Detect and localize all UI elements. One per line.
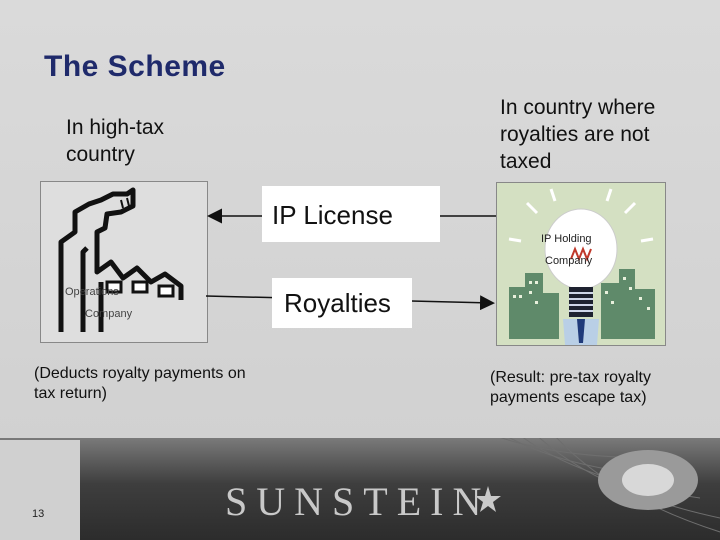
ip-holding-company-panel: IP Holding Company <box>496 182 666 346</box>
ip-license-box: IP License <box>262 186 440 242</box>
royalties-label: Royalties <box>284 288 391 318</box>
footer-page-area <box>0 440 80 540</box>
company-label: Company <box>85 308 133 320</box>
slide-title: The Scheme <box>44 50 226 83</box>
ip-license-label: IP License <box>272 200 393 230</box>
result-note: (Result: pre-tax royalty payments escape… <box>490 369 651 406</box>
lightbulb-icon <box>508 188 655 345</box>
ip-holding-label: IP Holding <box>541 233 592 245</box>
royalties-box: Royalties <box>272 278 412 328</box>
no-tax-country-label: In country where royalties are not taxed <box>500 96 656 173</box>
deduction-note: (Deducts royalty payments on tax return) <box>34 365 246 402</box>
page-number: 13 <box>32 508 45 520</box>
turbine-graphic <box>500 438 720 533</box>
factory-icon <box>58 187 184 332</box>
ip-company-label: Company <box>545 255 593 267</box>
operations-label: Operations <box>65 286 119 298</box>
star-logo-icon <box>475 486 501 512</box>
brand-logo: SUNSTEIN <box>225 479 491 524</box>
operations-company-panel: Operations Company <box>40 181 208 343</box>
high-tax-country-label: In high-tax country <box>66 116 165 166</box>
footer-banner <box>0 438 720 540</box>
